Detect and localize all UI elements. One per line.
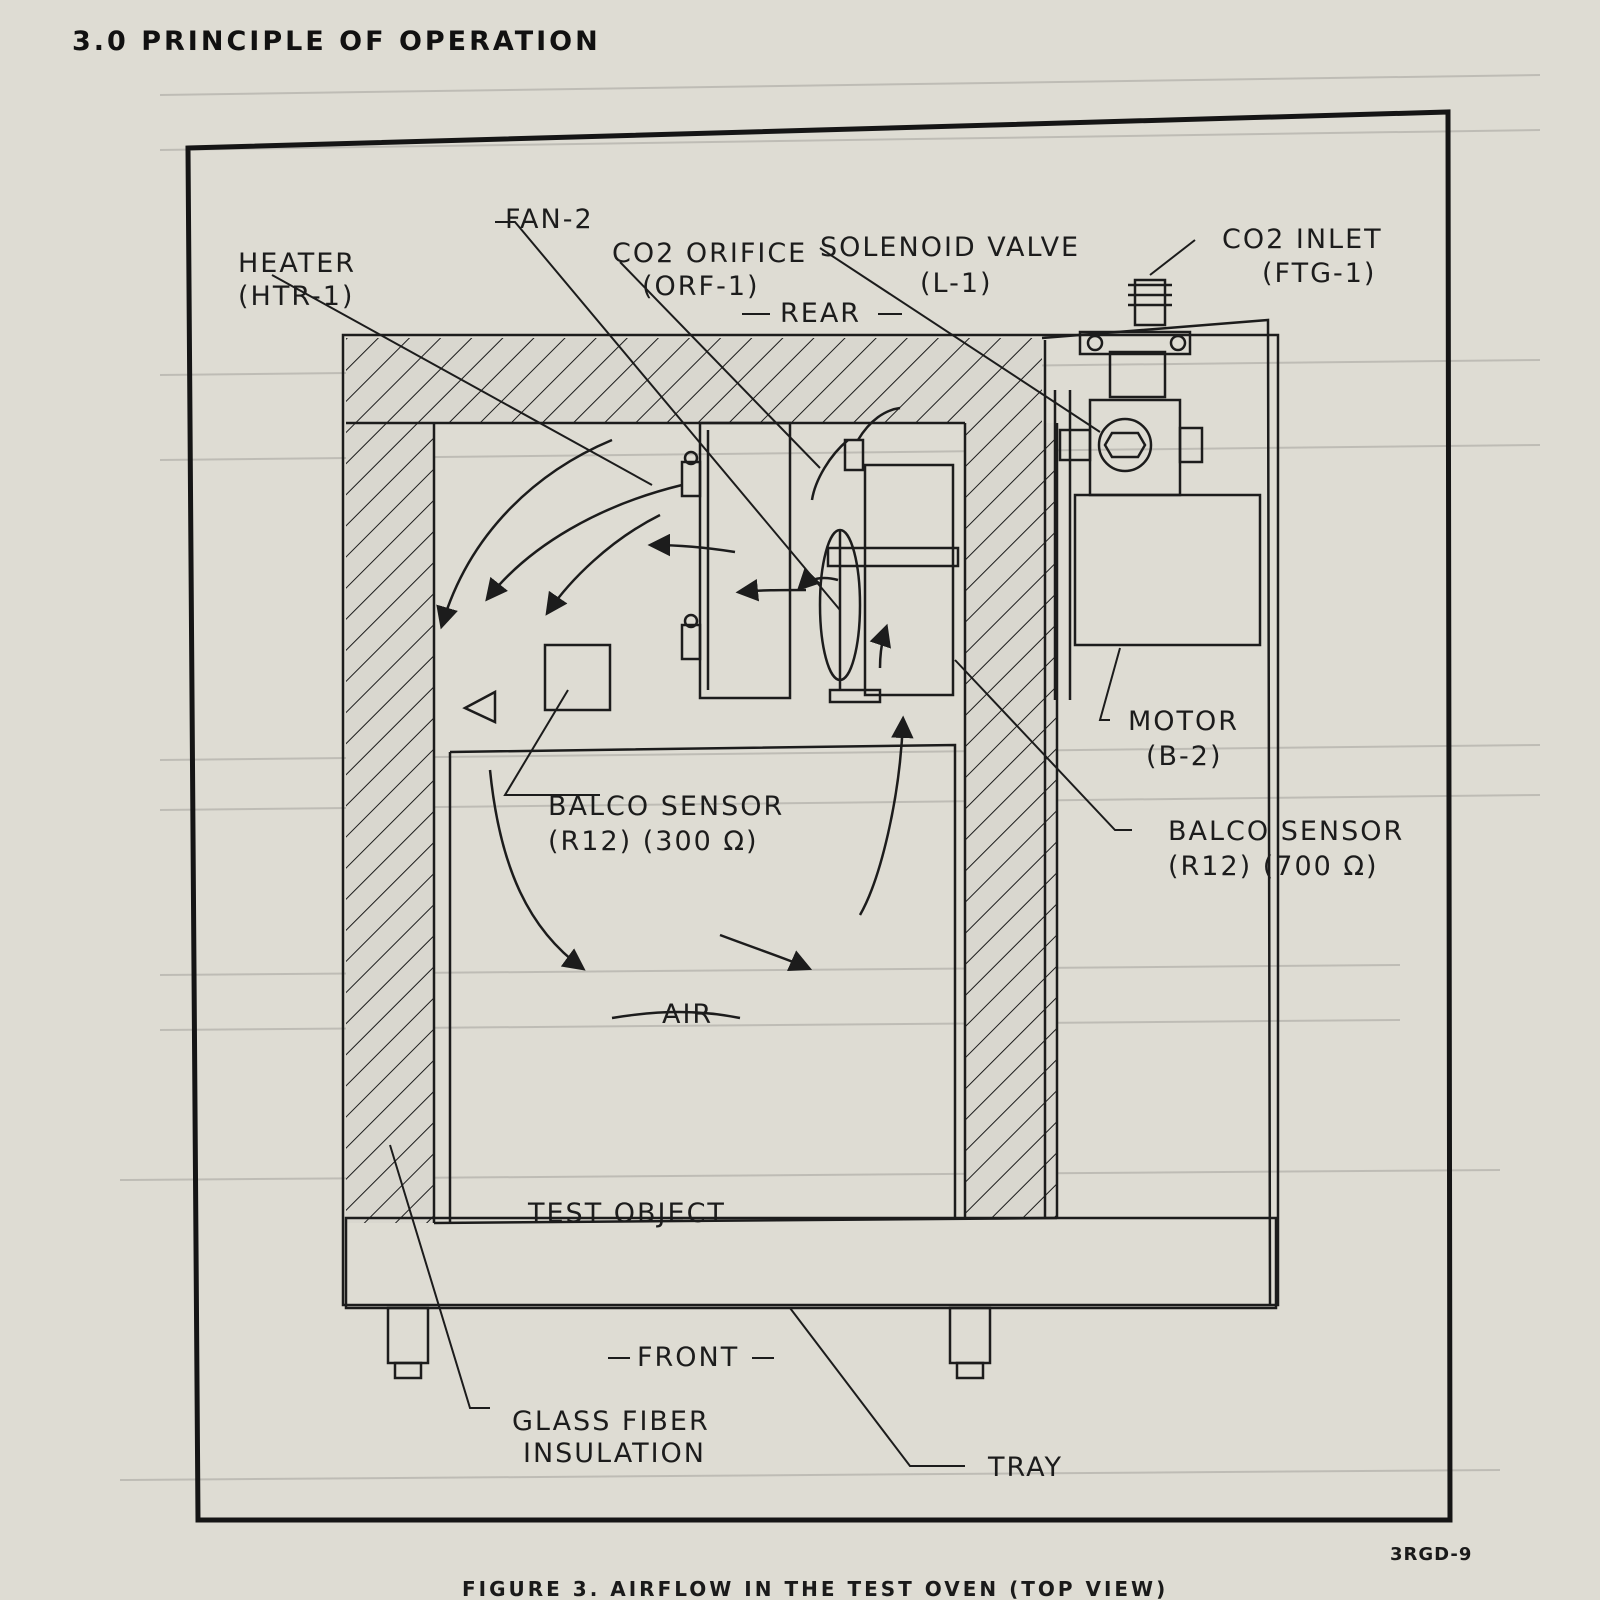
- label-tray: TRAY: [987, 1452, 1063, 1483]
- label-motor: MOTOR: [1128, 706, 1239, 737]
- label-balco-left: BALCO SENSOR: [548, 791, 784, 822]
- label-solenoid-valve-ref: (L-1): [920, 268, 993, 299]
- right-insulation: [965, 423, 1057, 1218]
- tray: [344, 1216, 1278, 1310]
- label-insulation-1: GLASS FIBER: [512, 1406, 710, 1437]
- co2-inlet-fitting: [1078, 278, 1192, 399]
- balco-sensor-left-element: [462, 689, 497, 724]
- label-motor-ref: (B-2): [1146, 741, 1223, 772]
- figure-caption: FIGURE 3. AIRFLOW IN THE TEST OVEN (TOP …: [462, 1577, 1168, 1600]
- label-fan: FAN-2: [505, 204, 594, 235]
- label-rear: REAR: [780, 298, 861, 329]
- rear-insulation: [346, 338, 1042, 423]
- figure-frame: [185, 109, 1453, 1523]
- fan-assembly: [810, 406, 960, 704]
- figure-code: 3RGD-9: [1390, 1544, 1472, 1565]
- caster-right: [948, 1306, 992, 1380]
- label-balco-right: BALCO SENSOR: [1168, 816, 1404, 847]
- label-front: FRONT: [637, 1342, 739, 1373]
- label-heater: HEATER: [238, 248, 356, 279]
- solenoid-valve: [1058, 398, 1204, 497]
- label-co2-orifice: CO2 ORIFICE: [612, 238, 807, 269]
- label-balco-right-ref: (R12) (700 Ω): [1168, 851, 1379, 882]
- heater-terminal-bottom: [680, 613, 702, 661]
- section-title: 3.0 PRINCIPLE OF OPERATION: [72, 26, 601, 57]
- label-balco-left-ref: (R12) (300 Ω): [548, 826, 759, 857]
- label-co2-inlet: CO2 INLET: [1222, 224, 1383, 255]
- label-heater-ref: (HTR-1): [238, 281, 354, 312]
- label-co2-orifice-ref: (ORF-1): [642, 271, 760, 302]
- label-test-object: TEST OBJECT: [527, 1198, 726, 1229]
- airflow-arrows: [436, 438, 914, 1020]
- side-compartment: [1041, 318, 1272, 1306]
- left-insulation: [346, 423, 434, 1223]
- test-chamber: [449, 743, 957, 1218]
- heater-terminal-top: [680, 450, 702, 498]
- label-solenoid-valve: SOLENOID VALVE: [820, 232, 1080, 263]
- caster-left: [386, 1306, 430, 1380]
- balco-sensor-left-body: [543, 643, 612, 712]
- motor: [1053, 390, 1262, 700]
- label-insulation-2: INSULATION: [523, 1438, 706, 1469]
- label-co2-inlet-ref: (FTG-1): [1262, 258, 1376, 289]
- label-air: AIR: [662, 999, 713, 1030]
- oven-body: [341, 333, 1280, 1307]
- heater-panel: [698, 421, 792, 700]
- leader-lines: [271, 221, 1196, 1467]
